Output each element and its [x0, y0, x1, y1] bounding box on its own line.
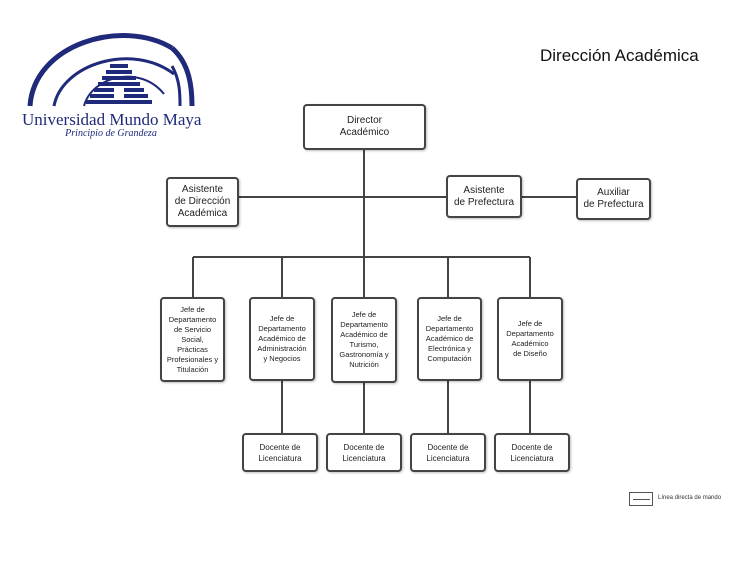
node-label: Asistente de Dirección Académica: [174, 184, 231, 219]
legend: Línea directa de mando: [629, 492, 749, 508]
node-jefe-diseno[interactable]: Jefe de Departamento Académico de Diseño: [497, 297, 563, 381]
node-jefe-electronica[interactable]: Jefe de Departamento Académico de Electr…: [417, 297, 482, 381]
logo-motto: Principio de Grandeza: [65, 128, 157, 139]
node-label: Jefe de Departamento de Servicio Social,…: [166, 304, 219, 374]
legend-label: Línea directa de mando: [658, 495, 722, 501]
node-jefe-administracion[interactable]: Jefe de Departamento Académico de Admini…: [249, 297, 315, 381]
node-auxiliar-prefectura[interactable]: Auxiliar de Prefectura: [576, 178, 651, 220]
node-label: Jefe de Departamento Académico de Diseño: [506, 319, 554, 358]
node-label: Docente de Licenciatura: [426, 442, 470, 463]
node-jefe-servicio-social[interactable]: Jefe de Departamento de Servicio Social,…: [160, 297, 225, 382]
university-logo: Universidad Mundo Maya Principio de Gran…: [22, 24, 202, 142]
node-jefe-turismo[interactable]: Jefe de Departamento Académico de Turism…: [331, 297, 397, 383]
node-docente-administracion[interactable]: Docente de Licenciatura: [242, 433, 318, 472]
node-label: Jefe de Departamento Académico de Electr…: [425, 314, 474, 363]
node-label: Asistente de Prefectura: [453, 184, 515, 208]
node-label: Auxiliar de Prefectura: [583, 187, 644, 210]
node-label: Docente de Licenciatura: [258, 442, 302, 463]
node-docente-turismo[interactable]: Docente de Licenciatura: [326, 433, 402, 472]
node-asistente-direccion[interactable]: Asistente de Dirección Académica: [166, 177, 239, 227]
node-director[interactable]: Director Académico: [303, 104, 426, 150]
node-label: Docente de Licenciatura: [342, 442, 386, 463]
logo-name: Universidad Mundo Maya: [22, 110, 202, 129]
page-title: Dirección Académica: [540, 46, 699, 65]
node-label: Docente de Licenciatura: [510, 442, 554, 463]
node-docente-diseno[interactable]: Docente de Licenciatura: [494, 433, 570, 472]
node-label: Jefe de Departamento Académico de Turism…: [339, 310, 389, 369]
node-asistente-prefectura[interactable]: Asistente de Prefectura: [446, 175, 522, 218]
node-label: Director Académico: [339, 115, 390, 138]
legend-line-icon: [629, 492, 653, 506]
pyramid-emblem-icon: [27, 33, 195, 107]
node-label: Jefe de Departamento Académico de Admini…: [257, 314, 307, 363]
node-docente-electronica[interactable]: Docente de Licenciatura: [410, 433, 486, 472]
